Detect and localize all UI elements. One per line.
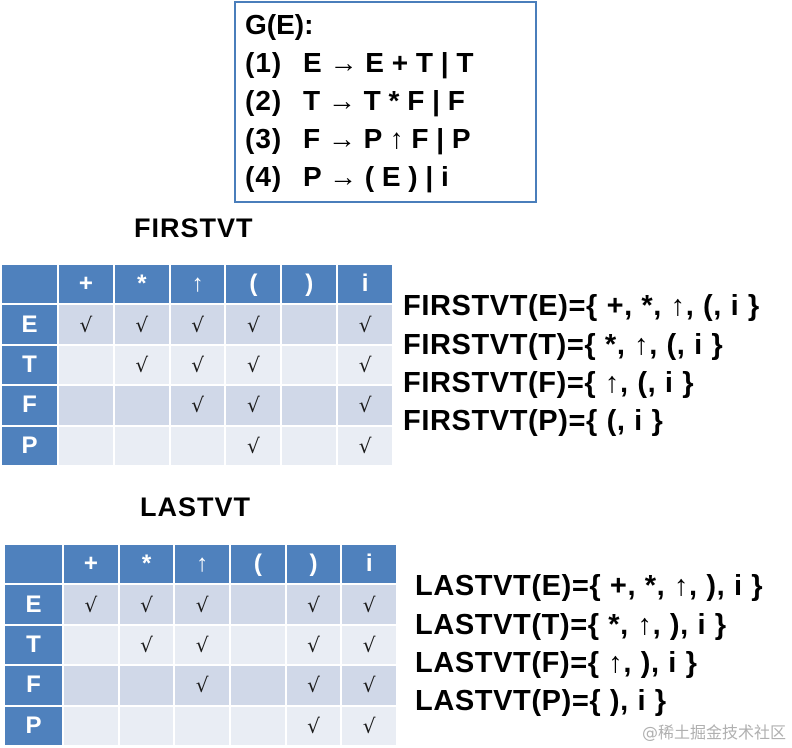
- grammar-title: G(E):: [245, 9, 314, 40]
- lastvt-cell: √: [342, 666, 396, 705]
- firstvt-cell: [282, 345, 337, 385]
- lastvt-cell: [119, 666, 174, 705]
- rule-number: (1): [245, 47, 283, 78]
- rule-text: F → P ↑ F | P: [303, 123, 471, 154]
- lastvt-set-line: LASTVT(E)={ +, *, ↑, ), i }: [415, 570, 764, 602]
- firstvt-cell: [170, 426, 225, 465]
- firstvt-cell: √: [226, 345, 281, 385]
- lastvt-cell: √: [175, 585, 229, 624]
- lastvt-cell: √: [286, 666, 341, 705]
- lastvt-cell: √: [286, 625, 341, 665]
- lastvt-cell: √: [64, 585, 118, 624]
- firstvt-table: + * ↑ ( ) i E √ √ √ √ √ T √ √ √ √ F √ √ …: [2, 265, 392, 465]
- firstvt-column-header: ↑: [170, 265, 225, 304]
- firstvt-cell: √: [170, 305, 225, 344]
- lastvt-row-header: P: [5, 706, 62, 745]
- lastvt-cell: [119, 706, 174, 745]
- lastvt-corner-cell: [5, 545, 62, 584]
- lastvt-set-line: LASTVT(P)={ ), i }: [415, 685, 667, 717]
- rule-text: T → T * F | F: [303, 85, 465, 116]
- firstvt-cell: √: [226, 426, 281, 465]
- firstvt-cell: √: [338, 386, 392, 425]
- firstvt-cell: √: [114, 345, 169, 385]
- lastvt-cell: √: [342, 585, 396, 624]
- firstvt-cell: [59, 345, 113, 385]
- firstvt-column-header: i: [338, 265, 392, 304]
- firstvt-cell: √: [226, 386, 281, 425]
- firstvt-set-line: FIRSTVT(P)={ (, i }: [403, 405, 664, 437]
- lastvt-cell: √: [342, 625, 396, 665]
- firstvt-cell: [282, 305, 337, 344]
- lastvt-row-header: F: [5, 666, 62, 705]
- watermark: @稀土掘金技术社区: [642, 723, 787, 742]
- lastvt-cell: √: [119, 625, 174, 665]
- firstvt-cell: [114, 386, 169, 425]
- firstvt-row-header: E: [2, 305, 57, 344]
- grammar-rule-2: (2) T → T * F | F: [245, 82, 465, 120]
- firstvt-cell: [59, 386, 113, 425]
- firstvt-row-header: F: [2, 386, 57, 425]
- lastvt-cell: √: [119, 585, 174, 624]
- firstvt-cell: √: [170, 345, 225, 385]
- lastvt-set-line: LASTVT(T)={ *, ↑, ), i }: [415, 609, 727, 641]
- lastvt-column-header: *: [119, 545, 174, 584]
- firstvt-cell: √: [338, 426, 392, 465]
- firstvt-cell: [114, 426, 169, 465]
- firstvt-cell: √: [170, 386, 225, 425]
- grammar-rule-3: (3) F → P ↑ F | P: [245, 120, 471, 158]
- lastvt-cell: [64, 666, 118, 705]
- firstvt-cell: √: [114, 305, 169, 344]
- firstvt-column-header: +: [59, 265, 113, 304]
- firstvt-set-line: FIRSTVT(F)={ ↑, (, i }: [403, 367, 695, 399]
- lastvt-column-header: ): [286, 545, 341, 584]
- firstvt-column-header: (: [226, 265, 281, 304]
- lastvt-column-header: ↑: [175, 545, 229, 584]
- firstvt-row-header: T: [2, 345, 57, 385]
- lastvt-cell: √: [175, 666, 229, 705]
- lastvt-heading: LASTVT: [140, 492, 251, 522]
- rule-text: E → E + T | T: [303, 47, 474, 78]
- firstvt-corner-cell: [2, 265, 57, 304]
- firstvt-cell: √: [338, 345, 392, 385]
- lastvt-cell: √: [175, 625, 229, 665]
- firstvt-set-line: FIRSTVT(T)={ *, ↑, (, i }: [403, 329, 724, 361]
- firstvt-heading: FIRSTVT: [134, 213, 254, 243]
- rule-number: (3): [245, 123, 283, 154]
- firstvt-cell: √: [59, 305, 113, 344]
- lastvt-column-header: +: [64, 545, 118, 584]
- firstvt-cell: [282, 386, 337, 425]
- rule-number: (4): [245, 161, 283, 192]
- firstvt-column-header: *: [114, 265, 169, 304]
- lastvt-set-line: LASTVT(F)={ ↑, ), i }: [415, 647, 698, 679]
- lastvt-cell: [64, 706, 118, 745]
- lastvt-cell: [175, 706, 229, 745]
- lastvt-column-header: i: [342, 545, 396, 584]
- grammar-rule-1: (1) E → E + T | T: [245, 44, 473, 82]
- lastvt-cell: √: [342, 706, 396, 745]
- firstvt-cell: √: [226, 305, 281, 344]
- firstvt-cell: √: [338, 305, 392, 344]
- lastvt-column-header: (: [231, 545, 285, 584]
- lastvt-table: + * ↑ ( ) i E √ √ √ √ √ T √ √ √ √ F √ √ …: [5, 545, 396, 745]
- firstvt-row-header: P: [2, 426, 57, 465]
- grammar-rule-4: (4) P → ( E ) | i: [245, 158, 449, 196]
- lastvt-cell: √: [286, 706, 341, 745]
- firstvt-cell: [59, 426, 113, 465]
- rule-number: (2): [245, 85, 283, 116]
- lastvt-cell: [64, 625, 118, 665]
- firstvt-set-line: FIRSTVT(E)={ +, *, ↑, (, i }: [403, 290, 760, 322]
- lastvt-row-header: E: [5, 585, 62, 624]
- lastvt-cell: [231, 625, 285, 665]
- lastvt-cell: [231, 585, 285, 624]
- lastvt-row-header: T: [5, 625, 62, 665]
- firstvt-column-header: ): [282, 265, 337, 304]
- lastvt-cell: √: [286, 585, 341, 624]
- lastvt-cell: [231, 666, 285, 705]
- grammar-box: G(E): (1)E → E + T | T (2)T → T * F | F …: [234, 1, 537, 203]
- firstvt-cell: [282, 426, 337, 465]
- lastvt-cell: [231, 706, 285, 745]
- rule-text: P → ( E ) | i: [303, 161, 449, 192]
